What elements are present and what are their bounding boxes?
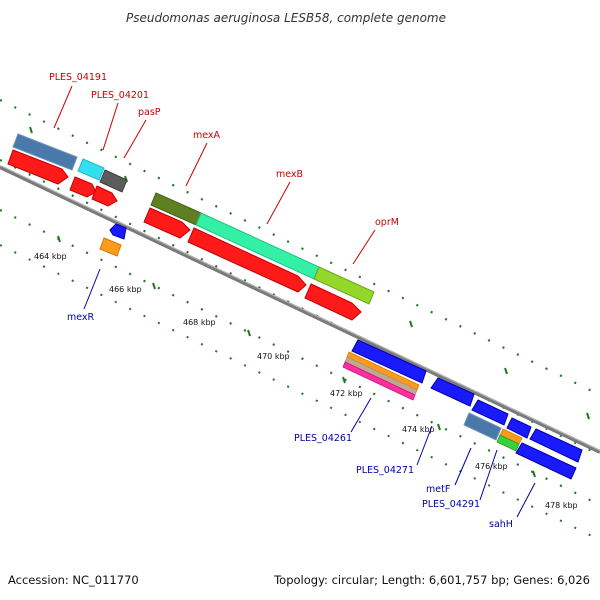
forward-gene-track (7, 149, 362, 321)
tick-labels: 464 kbp 466 kbp 468 kbp 470 kbp 472 kbp … (34, 252, 578, 510)
gene-mexB-arrow[interactable] (187, 227, 307, 293)
label-PLES_04271[interactable]: PLES_04271 (356, 465, 414, 476)
map-title: Pseudomonas aeruginosa LESB58, complete … (126, 11, 446, 25)
gene-metF-arrow[interactable] (471, 399, 509, 426)
reverse-label-leaders (83, 268, 536, 518)
forward-label-leaders (53, 85, 376, 265)
gene-oprM-cds[interactable] (313, 266, 375, 305)
label-PLES_04201[interactable]: PLES_04201 (91, 90, 149, 101)
tick-label-474: 474 kbp (402, 425, 435, 434)
gene-mexA-arrow[interactable] (143, 207, 191, 239)
label-mexA[interactable]: mexA (193, 130, 221, 141)
genome-backbone (0, 165, 600, 454)
genome-backbone-highlight (0, 165, 600, 451)
label-mexB[interactable]: mexB (276, 169, 303, 180)
tick-label-472: 472 kbp (330, 389, 363, 398)
forward-labels: PLES_04191 PLES_04201 pasP mexA mexB opr… (49, 72, 399, 228)
label-oprM[interactable]: oprM (375, 217, 399, 228)
accession-text: Accession: NC_011770 (8, 573, 139, 587)
gene-PLES_04201-cds[interactable] (77, 158, 105, 181)
gene-PLES_04191-arrow[interactable] (7, 149, 69, 185)
gene-PLES_04191-cds[interactable] (12, 133, 78, 171)
label-sahH[interactable]: sahH (489, 519, 513, 530)
gene-PLES_04261-arrow[interactable] (351, 339, 427, 384)
gene-PLES_04271-arrow[interactable] (430, 377, 475, 407)
tick-guide-lower (0, 209, 600, 506)
gene-PLES_04291-arrow[interactable] (506, 417, 532, 439)
label-mexR[interactable]: mexR (67, 312, 95, 323)
gene-pasP-arrow[interactable] (91, 185, 118, 207)
tick-label-470: 470 kbp (257, 352, 290, 361)
gene-pasP-cds[interactable] (99, 169, 128, 193)
gene-PLES_04291-cds-2[interactable] (496, 434, 520, 452)
tick-label-466: 466 kbp (109, 285, 142, 294)
gene-sahH-lower-arrow[interactable] (515, 442, 577, 480)
tick-label-478: 478 kbp (545, 501, 578, 510)
label-PLES_04261[interactable]: PLES_04261 (294, 433, 352, 444)
tick-guide-upper (0, 99, 600, 396)
label-PLES_04291[interactable]: PLES_04291 (422, 499, 480, 510)
label-metF[interactable]: metF (426, 484, 450, 495)
gene-mexR-arrow[interactable] (109, 223, 127, 240)
gene-metF-cds[interactable] (463, 412, 502, 441)
genome-summary-text: Topology: circular; Length: 6,601,757 bp… (273, 573, 590, 587)
reverse-gene-track (342, 339, 583, 480)
label-PLES_04191[interactable]: PLES_04191 (49, 72, 107, 83)
reverse-mexR-group (99, 223, 127, 257)
label-pasP[interactable]: pasP (138, 107, 161, 118)
gene-mexR-cds[interactable] (99, 237, 122, 257)
gene-oprM-arrow[interactable] (304, 283, 362, 321)
tick-label-464: 464 kbp (34, 252, 67, 261)
gene-sahH-arrow[interactable] (529, 428, 583, 463)
reverse-labels: mexR PLES_04261 PLES_04271 metF PLES_042… (67, 312, 513, 530)
tick-label-468: 468 kbp (183, 318, 216, 327)
gene-PLES_04201-arrow[interactable] (69, 176, 97, 198)
gene-PLES_04261-cds-3[interactable] (342, 361, 416, 401)
forward-cds-track (12, 133, 375, 305)
